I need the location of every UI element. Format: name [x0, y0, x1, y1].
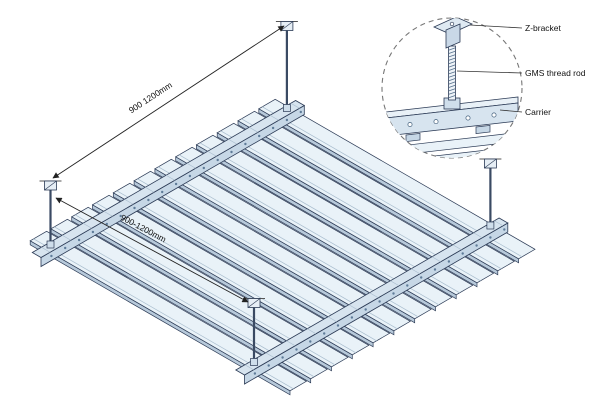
carrier-slot-tick: [307, 328, 317, 335]
carrier-hole: [447, 260, 451, 263]
carrier-hole: [174, 182, 178, 186]
dimension-label-rod-spacing: 900 1200mm: [127, 80, 174, 115]
carrier-hole: [50, 254, 53, 258]
carrier-hole: [461, 252, 464, 255]
label-thread-rod: GMS thread rod: [525, 68, 586, 78]
carrier-hole: [267, 364, 270, 367]
bracket-bolt-icon: [449, 21, 455, 27]
carrier-hole: [364, 308, 367, 311]
carrier-slot-tick: [390, 280, 400, 287]
carrier-slot-tick: [494, 220, 504, 227]
z-bracket-diagonal: [44, 180, 57, 191]
carrier-hole: [147, 198, 150, 202]
carrier-hole: [299, 110, 302, 114]
carrier-hole: [406, 284, 409, 287]
carrier-slot-tick: [411, 268, 421, 275]
thread-line: [448, 64, 456, 68]
carrier-hole: [475, 244, 478, 247]
thread-line: [448, 50, 456, 54]
thread-line: [448, 74, 456, 78]
thread-line: [448, 81, 456, 85]
dimension-line-rod-spacing: [52, 25, 285, 179]
carrier-slot-tick: [145, 187, 155, 193]
carrier-hole: [420, 276, 423, 279]
carrier-hole: [323, 332, 326, 335]
leader-line-carrier: [499, 109, 523, 113]
carrier-hole: [295, 348, 298, 351]
rod-carrier-clamp: [250, 358, 258, 366]
carrier-hole: [489, 236, 492, 239]
carrier-slot-tick: [431, 256, 441, 263]
carrier-hole: [407, 122, 413, 127]
carrier-hole: [433, 268, 437, 271]
detail-callout: Z-bracket GMS thread rod Carrier: [381, 17, 586, 159]
carrier-slot-tick: [473, 232, 483, 239]
thread-line: [448, 91, 456, 95]
carrier-hole: [91, 230, 95, 234]
z-bracket-diagonal: [484, 158, 497, 169]
thread-line: [448, 95, 456, 99]
carrier-hole: [253, 372, 257, 375]
carrier-hole: [271, 126, 275, 130]
carrier-hole: [77, 238, 81, 242]
carrier-slot-tick: [369, 292, 379, 299]
carrier-hole: [63, 246, 67, 250]
carrier-slot-tick: [327, 316, 337, 323]
thread-line: [448, 88, 456, 92]
z-bracket-diagonal: [247, 298, 261, 308]
detail-z-bracket-web: [445, 23, 461, 49]
carrier-hole: [392, 292, 395, 295]
carrier-hole: [465, 115, 471, 121]
carrier-hole: [161, 190, 164, 194]
rod-carrier-clamp: [283, 104, 291, 112]
carrier-hole: [133, 206, 136, 210]
thread-line: [448, 67, 456, 71]
thread-line: [448, 78, 456, 82]
carrier-hole: [216, 158, 219, 162]
carrier-hole: [285, 118, 289, 122]
carrier-slot-tick: [265, 352, 275, 359]
panel-clip: [475, 125, 491, 134]
thread-line: [448, 47, 456, 51]
carrier-hole: [258, 134, 261, 138]
label-carrier: Carrier: [525, 107, 551, 117]
carrier-hole: [491, 112, 497, 118]
carrier-hole: [202, 166, 205, 170]
leader-line-thread-rod: [456, 70, 523, 74]
leader-line-z-bracket: [469, 24, 523, 29]
dimension-line-carrier-spacing: [55, 197, 249, 303]
thread-line: [448, 71, 456, 75]
carrier-slot-tick: [290, 103, 300, 109]
carrier-hole: [281, 356, 284, 359]
carrier-slot-tick: [348, 304, 358, 311]
carrier-hole: [244, 142, 247, 146]
carrier-hole: [350, 316, 354, 319]
carrier-slot-tick: [244, 364, 254, 371]
rod-carrier-clamp: [486, 221, 495, 230]
thread-pattern: [448, 47, 456, 99]
thread-line: [448, 84, 456, 88]
carrier-slot-tick: [452, 244, 462, 251]
carrier-hole: [378, 300, 381, 303]
thread-line: [448, 54, 456, 58]
carrier-hole: [433, 119, 439, 125]
carrier-slot-tick: [286, 340, 296, 347]
suspension-rods-group: [39, 21, 502, 366]
thread-line: [448, 57, 456, 61]
carrier-hole: [230, 150, 233, 154]
carrier-hole: [188, 174, 192, 178]
carrier-hole: [503, 228, 506, 231]
carrier-hole: [336, 324, 340, 327]
rod-carrier-clamp: [46, 240, 55, 249]
carrier-hole: [309, 340, 312, 343]
thread-line: [448, 61, 456, 65]
panel-clip: [405, 133, 421, 142]
label-z-bracket: Z-bracket: [525, 23, 562, 33]
carrier-slot-tick: [41, 247, 51, 253]
